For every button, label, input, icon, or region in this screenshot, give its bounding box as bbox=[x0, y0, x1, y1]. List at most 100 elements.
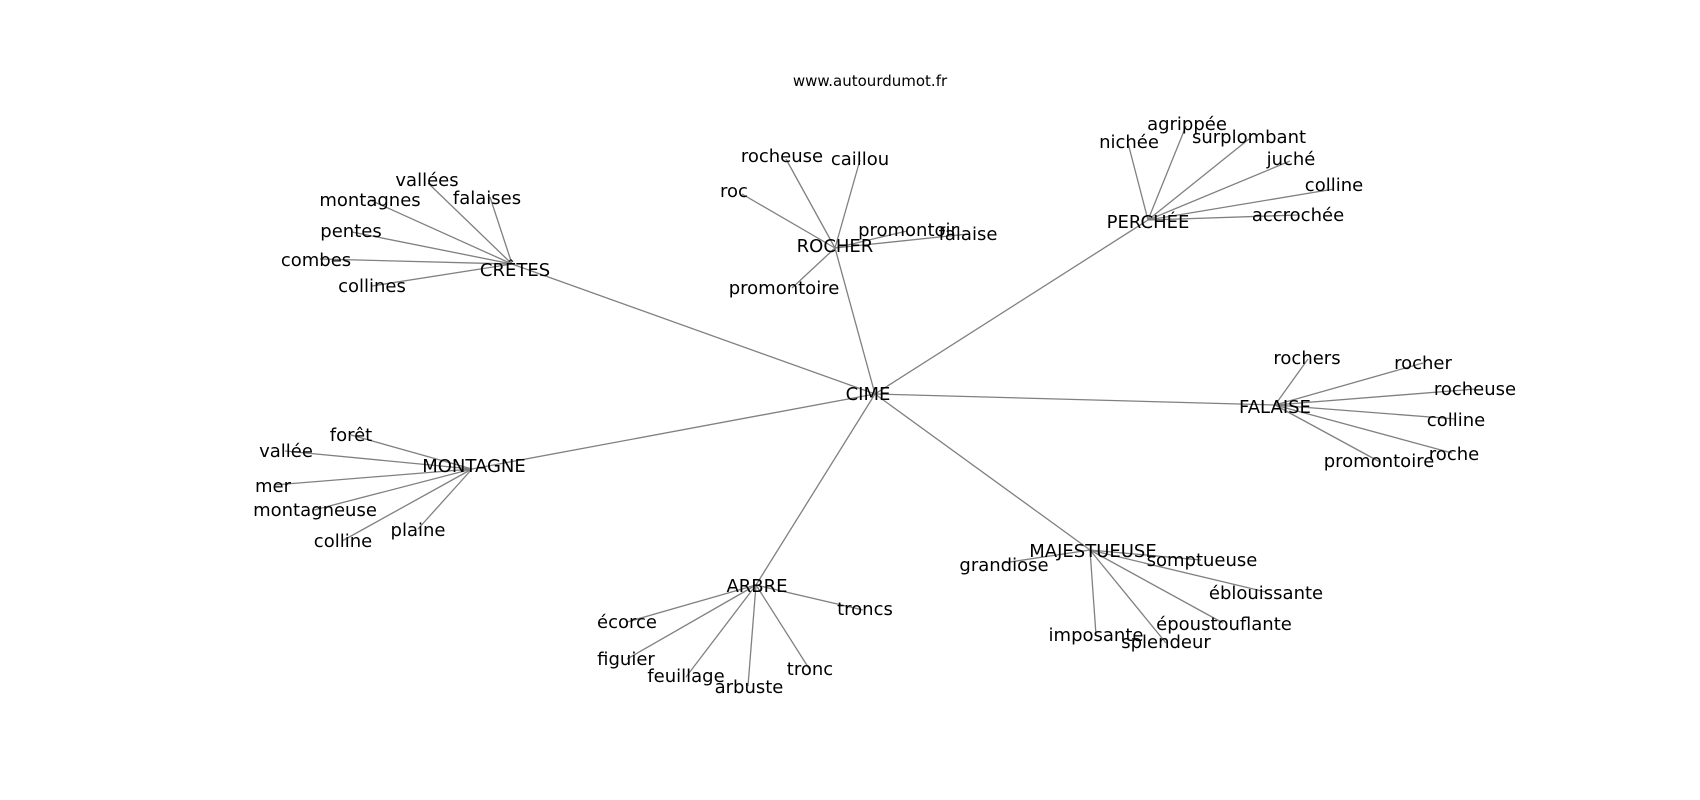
word-node-label: roche bbox=[1429, 444, 1479, 465]
edge-hub-to-word bbox=[626, 584, 757, 660]
edge-hub-to-word bbox=[1089, 549, 1224, 624]
edge-hub-to-word bbox=[1089, 549, 1097, 636]
edge-hub-to-word bbox=[834, 230, 908, 249]
hub-node-label: ARBRE bbox=[726, 576, 787, 597]
edge-hub-to-word bbox=[747, 584, 757, 687]
word-node-label: grandiose bbox=[959, 555, 1048, 576]
hub-node-label: MAJESTUEUSE bbox=[1029, 541, 1156, 562]
edge-hub-to-word bbox=[369, 199, 513, 265]
edge-hub-to-word bbox=[351, 231, 513, 265]
word-node-label: combes bbox=[281, 250, 351, 271]
word-node-label: splendeur bbox=[1121, 632, 1211, 653]
word-node-label: surplombant bbox=[1192, 127, 1306, 148]
word-node-label: montagnes bbox=[319, 190, 420, 211]
hub-node-label: CRÊTES bbox=[480, 259, 550, 281]
word-node-label: collines bbox=[338, 276, 406, 297]
word-node-label: promontoir bbox=[858, 220, 958, 241]
word-node-label: forêt bbox=[330, 425, 373, 446]
word-node-label: promontoire bbox=[729, 278, 840, 299]
edge-center-to-hub bbox=[874, 393, 1276, 406]
word-node-label: promontoire bbox=[1324, 451, 1435, 472]
edge-center-to-hub bbox=[874, 219, 1149, 395]
edge-hub-to-word bbox=[273, 468, 473, 486]
edge-hub-to-word bbox=[1274, 404, 1457, 420]
edge-hub-to-word bbox=[741, 193, 836, 249]
edge-hub-to-word bbox=[1147, 160, 1291, 221]
word-node-label: pentes bbox=[320, 221, 381, 242]
edge-hub-to-word bbox=[1274, 358, 1309, 406]
edge-hub-to-word bbox=[1147, 138, 1250, 221]
edge-hub-to-word bbox=[1147, 125, 1187, 221]
word-node-label: tronc bbox=[787, 659, 833, 680]
word-node-label: falaises bbox=[453, 188, 521, 209]
word-node-label: colline bbox=[1427, 410, 1485, 431]
edge-hub-to-word bbox=[791, 247, 836, 289]
edge-center-to-hub bbox=[874, 393, 1091, 551]
word-node-label: feuillage bbox=[647, 666, 724, 687]
edge-hub-to-word bbox=[755, 584, 811, 671]
edge-center-to-hub bbox=[511, 263, 876, 395]
edge-hub-to-word bbox=[350, 434, 473, 470]
watermark-text: www.autourdumot.fr bbox=[792, 72, 948, 90]
word-node-label: rocher bbox=[1394, 353, 1452, 374]
edge-hub-to-word bbox=[834, 233, 969, 249]
word-node-label: agrippée bbox=[1147, 114, 1227, 135]
edge-hub-to-word bbox=[1089, 549, 1267, 593]
edge-hub-to-word bbox=[755, 584, 864, 611]
word-node-label: somptueuse bbox=[1147, 550, 1258, 571]
word-node-label: rocheuse bbox=[741, 146, 823, 167]
edge-hub-to-word bbox=[319, 258, 513, 265]
word-node-label: falaise bbox=[939, 224, 998, 245]
word-node-label: accrochée bbox=[1252, 205, 1344, 226]
edge-hub-to-word bbox=[1274, 362, 1424, 406]
hub-node-label: MONTAGNE bbox=[422, 456, 526, 477]
hub-node-label: FALAISE bbox=[1239, 397, 1311, 418]
word-node-label: figuier bbox=[597, 649, 655, 670]
word-node-label: caillou bbox=[831, 149, 889, 170]
edge-layer bbox=[273, 125, 1477, 687]
word-node-label: colline bbox=[314, 531, 372, 552]
hub-node-label: ROCHER bbox=[797, 236, 874, 257]
edge-hub-to-word bbox=[313, 468, 473, 511]
edge-hub-to-word bbox=[1089, 549, 1202, 561]
word-node-label: juché bbox=[1266, 149, 1316, 170]
word-node-label: rocheuse bbox=[1434, 379, 1516, 400]
edge-hub-to-word bbox=[834, 159, 861, 249]
edge-hub-to-word bbox=[1274, 388, 1477, 406]
edge-hub-to-word bbox=[284, 450, 473, 470]
word-node-label: colline bbox=[1305, 175, 1363, 196]
edge-center-to-hub bbox=[471, 393, 876, 470]
word-node-label: écorce bbox=[597, 612, 657, 633]
word-node-label: nichée bbox=[1099, 132, 1159, 153]
edge-hub-to-word bbox=[626, 584, 757, 623]
word-node-label: plaine bbox=[391, 520, 446, 541]
edge-hub-to-word bbox=[1089, 549, 1167, 644]
edge-hub-to-word bbox=[427, 182, 513, 265]
word-node-label: troncs bbox=[837, 599, 893, 620]
edge-hub-to-word bbox=[371, 263, 513, 287]
edge-hub-to-word bbox=[341, 468, 473, 542]
word-node-label: vallée bbox=[259, 441, 313, 462]
word-node-label: époustouflante bbox=[1156, 614, 1292, 635]
word-node-label: éblouissante bbox=[1209, 583, 1323, 604]
edge-hub-to-word bbox=[1274, 404, 1381, 463]
word-node-label: arbuste bbox=[715, 677, 784, 698]
edge-hub-to-word bbox=[489, 196, 513, 265]
word-node-label: roc bbox=[720, 181, 748, 202]
edge-center-to-hub bbox=[755, 393, 876, 586]
edge-hub-to-word bbox=[1147, 214, 1300, 221]
edge-hub-to-word bbox=[685, 584, 757, 678]
word-node-label: imposante bbox=[1049, 625, 1144, 646]
word-node-label: rochers bbox=[1273, 348, 1340, 369]
edge-hub-to-word bbox=[785, 158, 836, 249]
edge-hub-to-word bbox=[1147, 188, 1335, 221]
edge-hub-to-word bbox=[1274, 404, 1453, 454]
edge-hub-to-word bbox=[417, 468, 473, 530]
edge-hub-to-word bbox=[1127, 142, 1149, 221]
hub-node-label: PERCHÉE bbox=[1107, 211, 1190, 233]
word-node-label: montagneuse bbox=[253, 500, 377, 521]
word-node-label: vallées bbox=[395, 170, 458, 191]
